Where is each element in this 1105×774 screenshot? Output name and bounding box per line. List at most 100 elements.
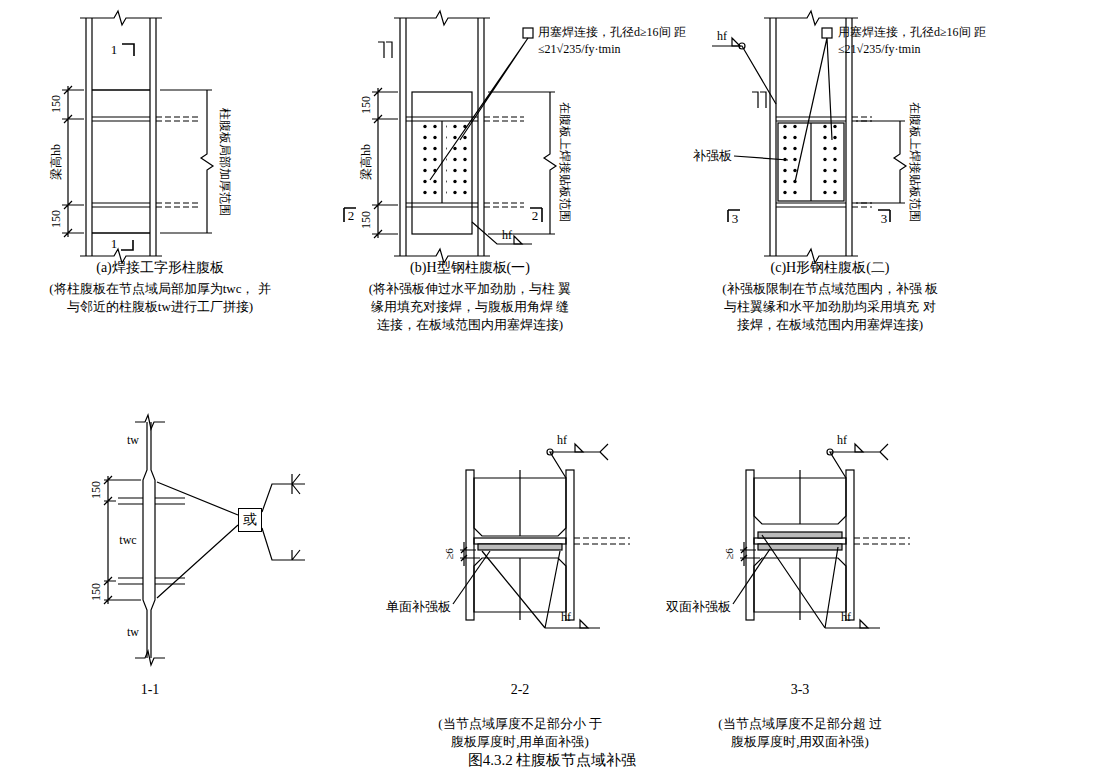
- weld-leader: [472, 222, 532, 244]
- weld-flag-box: [822, 28, 832, 38]
- dimension-text: ≥6: [443, 548, 457, 560]
- dimension-text: 梁高hb: [359, 144, 374, 180]
- break-mark: [764, 11, 858, 25]
- weld-size: hf: [502, 228, 512, 243]
- beam-outline: [156, 117, 200, 207]
- weld-leader: [482, 551, 600, 628]
- fillet-weld-symbol: [514, 236, 522, 244]
- weld-leader: [712, 46, 776, 104]
- sub-caption-note: (将补强板伸过水平加劲肋，与柱 翼缘用填充对接焊，与腹板用角焊 缝连接，在板域范…: [368, 280, 572, 335]
- figure-caption: 图4.3.2 柱腹板节点域补强: [468, 751, 637, 770]
- plug-weld-grid: [446, 124, 468, 200]
- sub-caption: (c)H形钢柱腹板(二): [771, 259, 890, 277]
- dimension-text: 150: [359, 96, 374, 114]
- part-label: 补强板: [693, 148, 732, 164]
- column-elevation-b: [344, 11, 556, 263]
- weld-all-around: [827, 449, 833, 455]
- section-mark: [344, 208, 542, 222]
- thickness-label: tw: [127, 433, 139, 448]
- thickness-label: twc: [119, 533, 136, 548]
- sub-caption-note: (将柱腹板在节点域局部加厚为twc， 并与邻近的柱腹板tw进行工厂拼接): [46, 280, 274, 316]
- column-flange: [566, 470, 574, 620]
- section-mark-number: 1: [111, 236, 118, 252]
- beam-break: [752, 92, 766, 108]
- fillet-weld-symbol: [855, 444, 863, 452]
- section-mark: [121, 44, 134, 250]
- sub-caption-note: (补强板限制在节点域范围内，补强 板与柱翼缘和水平加劲肋均采用填充 对接焊，在板…: [722, 280, 938, 335]
- fillet-weld-symbol: [860, 620, 868, 628]
- column-flange: [466, 470, 474, 620]
- column-flange: [400, 18, 484, 256]
- dimension-text: 梁高hb: [49, 144, 64, 180]
- section-3-3: [733, 444, 910, 628]
- leader-line: [795, 38, 832, 182]
- range-line: [488, 92, 556, 234]
- box-text: 或: [243, 511, 257, 529]
- column-elevation-a: [62, 11, 213, 263]
- dimension-line: [62, 86, 84, 237]
- leader-line: [430, 38, 528, 180]
- beam-outline: [574, 538, 630, 544]
- dimension-line: [740, 542, 760, 566]
- plug-weld-grid: [418, 124, 440, 200]
- column-web: [143, 422, 155, 658]
- sub-caption: (a)焊接工字形柱腹板: [96, 259, 224, 277]
- beam-outline: [852, 117, 872, 207]
- part-label: 双面补强板: [666, 599, 731, 615]
- section-title: 2-2: [511, 681, 530, 699]
- thickened-web-limit: [92, 90, 150, 233]
- dimension-text: 150: [49, 210, 64, 228]
- section-mark-number: 2: [532, 208, 539, 224]
- dimension-text: 150: [49, 95, 64, 113]
- section-note: (当节点域厚度不足部分小 于腹板厚度时,用单面补强): [438, 715, 603, 751]
- thickness-label: tw: [127, 625, 139, 640]
- weld-leader: [762, 535, 880, 628]
- column-flange: [846, 470, 854, 620]
- dimension-text: 150: [89, 583, 104, 601]
- centre-line: [799, 470, 800, 620]
- fillet-weld-symbol: [732, 38, 740, 46]
- reinforcing-plate: [758, 532, 842, 538]
- section-mark-number: 2: [348, 208, 355, 224]
- stiffener: [92, 117, 150, 207]
- break-mark: [135, 415, 165, 429]
- range-line: [856, 121, 906, 203]
- section-mark-number: 1: [111, 42, 118, 58]
- break-mark: [135, 651, 165, 665]
- beam-break: [378, 42, 392, 58]
- dimension-text: 150: [89, 481, 104, 499]
- range-line: [160, 90, 213, 233]
- dimension-line: [460, 542, 480, 566]
- weld-leader: [830, 444, 888, 478]
- range-text: 在腹板上焊接贴板范围: [907, 102, 922, 222]
- range-text: 柱腹板局部加厚范围: [217, 108, 232, 216]
- stiffener: [776, 117, 846, 207]
- beam-outline: [484, 117, 524, 207]
- section-mark-number: 3: [732, 211, 739, 227]
- fillet-weld-symbol: [580, 620, 588, 628]
- leader-line: [734, 156, 788, 160]
- leader-line: [157, 482, 238, 598]
- weld-alternative-box: 或: [238, 508, 262, 532]
- weld-all-around: [547, 449, 553, 455]
- weld-callout-text: 用塞焊连接，孔径d≥16间 距≤21√235/fy·tmin: [538, 24, 688, 58]
- fillet-weld-symbol: [575, 444, 583, 452]
- section-1-1: [104, 415, 305, 665]
- plate-centre-line: [810, 123, 811, 201]
- dimension-text: 150: [359, 211, 374, 229]
- column-flange: [86, 18, 156, 256]
- section-title: 3-3: [791, 681, 810, 699]
- break-mark: [394, 11, 490, 25]
- plug-weld-grid: [818, 124, 840, 200]
- beam-outline: [854, 538, 910, 544]
- column-flange: [746, 470, 754, 620]
- weld-size: hf: [717, 29, 727, 44]
- section-mark-number: 3: [881, 211, 888, 227]
- groove-weld-symbol: [262, 474, 305, 560]
- weld-size: hf: [841, 610, 851, 625]
- reinforcing-plate: [478, 544, 562, 550]
- dimension-line: [372, 88, 398, 238]
- stiffener: [118, 498, 185, 584]
